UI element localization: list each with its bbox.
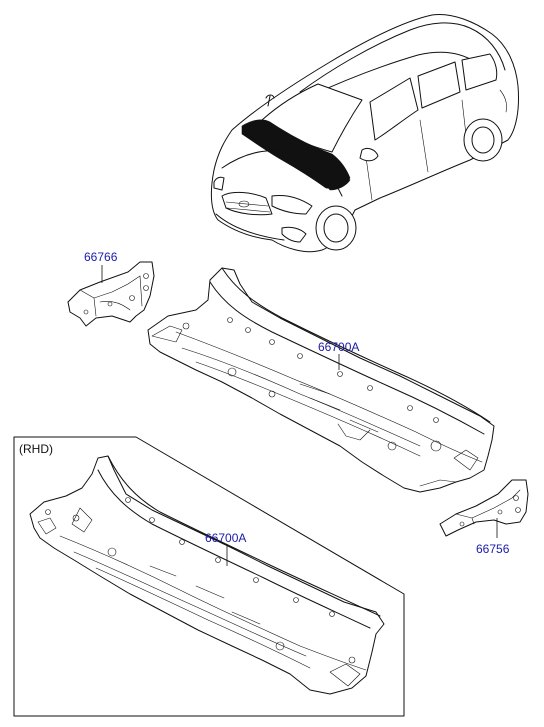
cowl-panel-rhd-66700a <box>29 455 385 695</box>
bracket-left-66766 <box>67 261 155 327</box>
bracket-right-66756 <box>439 479 529 537</box>
callout-66756: 66756 <box>476 542 510 556</box>
callout-66700a-rhd: 66700A <box>205 531 246 545</box>
rhd-frame: (RHD) <box>13 436 405 717</box>
callout-66700a-lhd: 66700A <box>318 340 359 354</box>
car-illustration <box>210 13 519 253</box>
callout-66766: 66766 <box>84 250 118 264</box>
cowl-panel-lhd-66700a <box>147 267 495 493</box>
rhd-frame-label: (RHD) <box>19 442 53 456</box>
